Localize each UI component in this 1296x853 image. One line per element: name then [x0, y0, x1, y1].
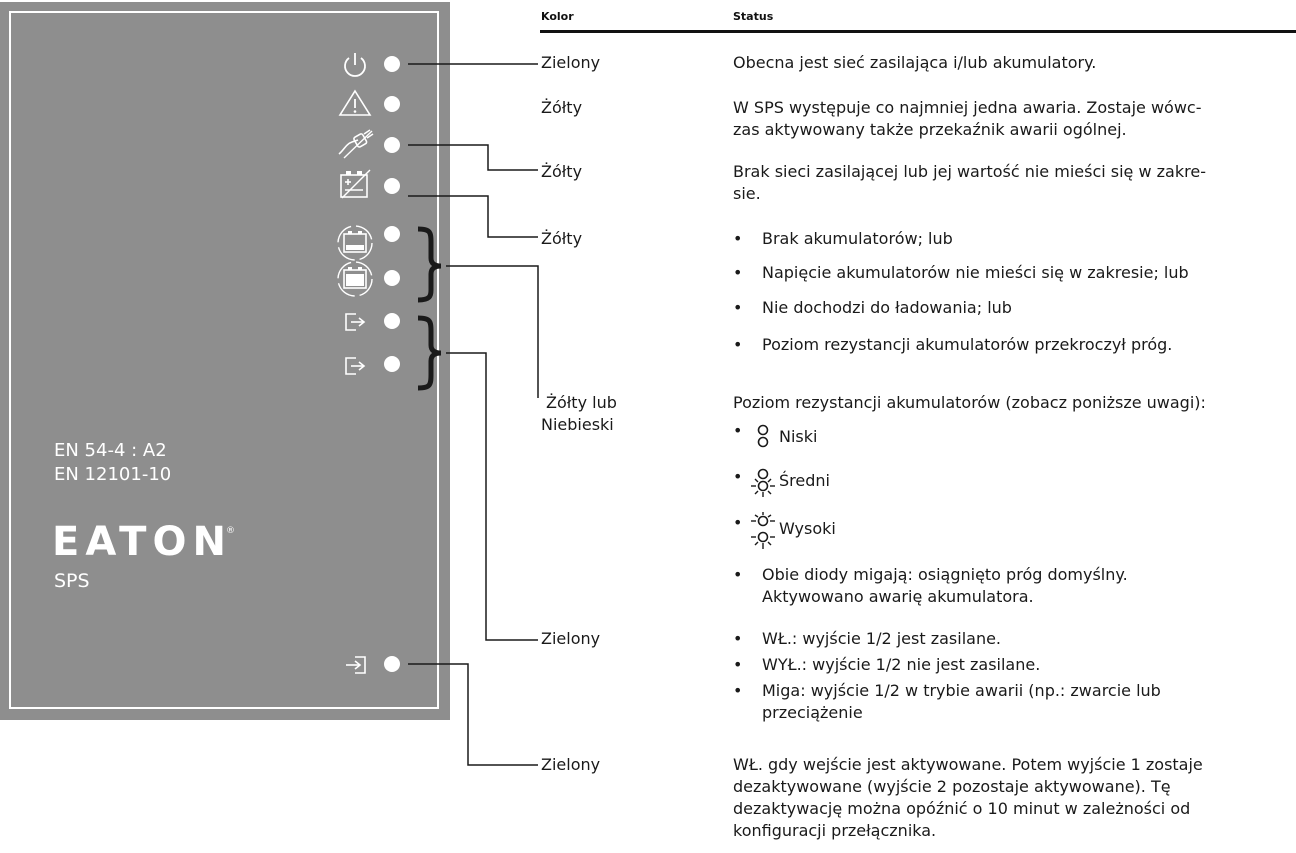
led-high-icon: [751, 512, 775, 549]
header-kolor: Kolor: [541, 10, 574, 23]
status-power-on: Obecna jest sieć zasilająca i/lub akumul…: [733, 53, 1097, 72]
label-general-fault: General fault: [957, 86, 1160, 122]
svg-text:®: ®: [226, 526, 235, 536]
kolor-general-fault: Żółty: [541, 98, 583, 117]
status-mains-fault: Brak sieci zasilającej lub jej wartość n…: [733, 162, 1206, 203]
warning-icon: [338, 89, 372, 116]
led-medium-icon: [751, 468, 775, 497]
standard-en54: EN 54-4 : A2: [54, 440, 167, 461]
level-medium: • Średni: [733, 466, 830, 497]
led-out-2: [384, 356, 400, 372]
header-status: Status: [733, 10, 774, 23]
led-power-on: [384, 56, 400, 72]
standard-en12101: EN 12101-10: [54, 464, 172, 485]
input-icon: [346, 656, 366, 674]
label-omega-level: Ω level: [1052, 237, 1160, 273]
status-general-fault: W SPS występuje co najmniej jedna awaria…: [733, 98, 1202, 139]
led-general-fault: [384, 96, 400, 112]
header-rule: [540, 30, 1296, 33]
led-mains-fault: [384, 137, 400, 153]
output-icon: [345, 357, 366, 375]
svg-text:EATON: EATON: [52, 523, 232, 561]
eaton-logo: EATON ®: [52, 523, 235, 561]
kolor-mains-fault: Żółty: [541, 162, 583, 181]
battery-cycle-icon: [337, 261, 373, 297]
mains-unplug-icon: [338, 129, 374, 159]
led-omega-level-1: [384, 226, 400, 242]
sps-front-panel: [0, 2, 450, 720]
label-out-2: Out 2: [1074, 344, 1160, 380]
product-name: SPS: [54, 570, 90, 592]
status-input-activated: WŁ. gdy wejście jest aktywowane. Potem w…: [733, 755, 1203, 840]
led-charge-fault: [384, 178, 400, 194]
label-out-1: Out 1: [1074, 301, 1160, 337]
label-mains-fault: Mains ~ fault: [953, 126, 1160, 162]
led-out-1: [384, 313, 400, 329]
battery-cycle-icon: [337, 225, 373, 261]
kolor-input-activated: Zielony: [541, 755, 601, 774]
label-charge-fault: Charge fault: [968, 167, 1160, 203]
led-off-icon: [757, 424, 769, 448]
output-icon: [345, 313, 366, 331]
status-omega-intro: Poziom rezystancji akumulatorów (zobacz …: [733, 393, 1206, 412]
power-icon: [344, 53, 366, 77]
kolor-power-on: Zielony: [541, 53, 601, 72]
kolor-outputs: Zielony: [541, 629, 601, 648]
panel-border: [9, 11, 439, 709]
level-low: • Niski: [733, 420, 817, 448]
level-high: • Wysoki: [733, 512, 836, 549]
label-input-activated: Input activated: [924, 644, 1160, 680]
led-input-activated: [384, 656, 400, 672]
battery-fault-icon: [340, 169, 371, 199]
label-power-on: Power ON: [1008, 46, 1160, 82]
kolor-omega-level: Żółty lub Niebieski: [541, 393, 617, 434]
kolor-charge-fault: Żółty: [541, 229, 583, 248]
led-omega-level-2: [384, 270, 400, 286]
